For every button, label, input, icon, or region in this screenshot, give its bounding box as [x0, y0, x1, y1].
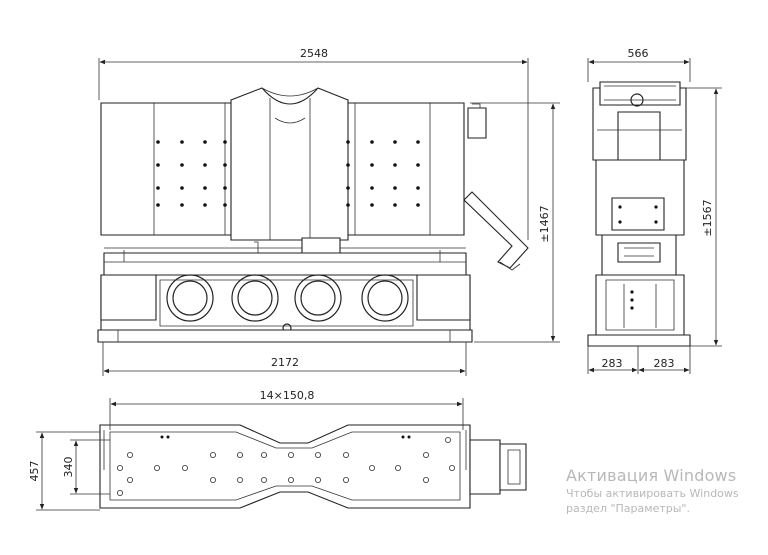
- windows-activation-watermark: Активация Windows Чтобы активировать Win…: [566, 466, 739, 516]
- dim-side-right: 283: [654, 357, 675, 370]
- front-view: [97, 87, 529, 343]
- dim-inner-width: 340: [62, 457, 75, 478]
- dim-body-height: ±1467: [538, 205, 551, 242]
- watermark-title: Активация Windows: [566, 466, 737, 485]
- dim-frame-length: 2172: [271, 356, 299, 369]
- dim-side-width: 566: [628, 47, 649, 60]
- dimension-lines: [36, 58, 722, 511]
- dim-base-width: 457: [28, 461, 41, 482]
- watermark-line-1: Чтобы активировать Windows: [566, 487, 739, 500]
- dim-side-left: 283: [602, 357, 623, 370]
- dim-overall-width: 2548: [300, 47, 328, 60]
- dimension-labels: 2548 566 2172 ±1467 ±1567 283 283 14×150…: [28, 47, 714, 482]
- port-flanges: [166, 274, 409, 333]
- top-hole-pattern: [117, 435, 455, 496]
- front-bolt-pattern: [156, 140, 420, 207]
- side-view: [587, 81, 691, 347]
- watermark-line-2: раздел "Параметры".: [566, 502, 690, 515]
- top-view: [99, 424, 527, 509]
- dim-pitch: 14×150,8: [260, 389, 315, 402]
- dim-total-height: ±1567: [701, 199, 714, 236]
